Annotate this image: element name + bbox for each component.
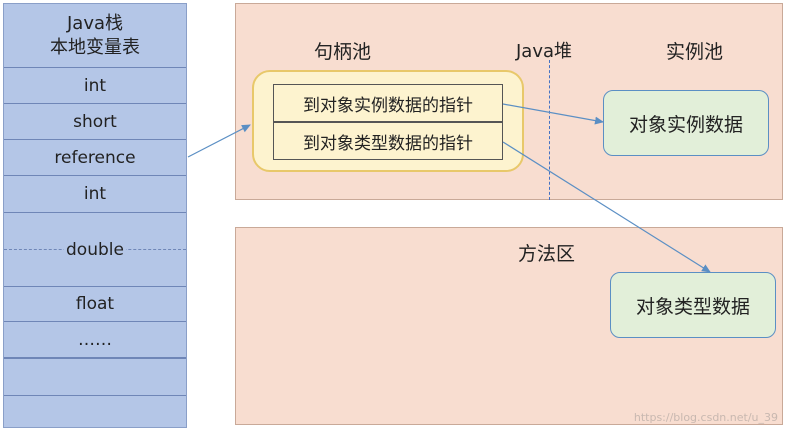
stack-slot-empty-1 — [4, 358, 186, 396]
handle-pool-label: 句柄池 — [314, 41, 372, 63]
instance-pool-label: 实例池 — [666, 41, 724, 63]
reference-to-handle-arrow — [187, 124, 251, 158]
stack-slot-double: double — [4, 213, 186, 286]
instance-data-box: 对象实例数据 — [603, 90, 769, 156]
type-pointer-arrow — [502, 141, 711, 273]
watermark-text: https://blog.csdn.net/u_39 — [633, 411, 778, 424]
stack-slot-float: float — [4, 286, 186, 322]
method-area-label: 方法区 — [518, 243, 576, 265]
stack-title-line1: Java栈 — [66, 12, 124, 34]
pointer-to-type-data: 到对象类型数据的指针 — [273, 122, 503, 160]
pointer-to-instance-data: 到对象实例数据的指针 — [273, 84, 503, 122]
stack-slot-reference: reference — [4, 140, 186, 176]
type-data-box: 对象类型数据 — [610, 272, 776, 338]
stack-slot-int-2: int — [4, 176, 186, 213]
stack-slot-ellipsis: …… — [4, 322, 186, 358]
java-stack: Java栈 本地变量表 int short reference int doub… — [3, 3, 187, 428]
stack-slot-short: short — [4, 104, 186, 140]
java-heap-label: Java堆 — [516, 41, 573, 62]
stack-slot-int: int — [4, 68, 186, 104]
stack-title-line2: 本地变量表 — [50, 36, 140, 58]
stack-slot-double-label: double — [64, 239, 126, 260]
stack-title: Java栈 本地变量表 — [4, 4, 186, 68]
heap-divider — [549, 60, 550, 200]
instance-pointer-arrow — [502, 103, 604, 125]
